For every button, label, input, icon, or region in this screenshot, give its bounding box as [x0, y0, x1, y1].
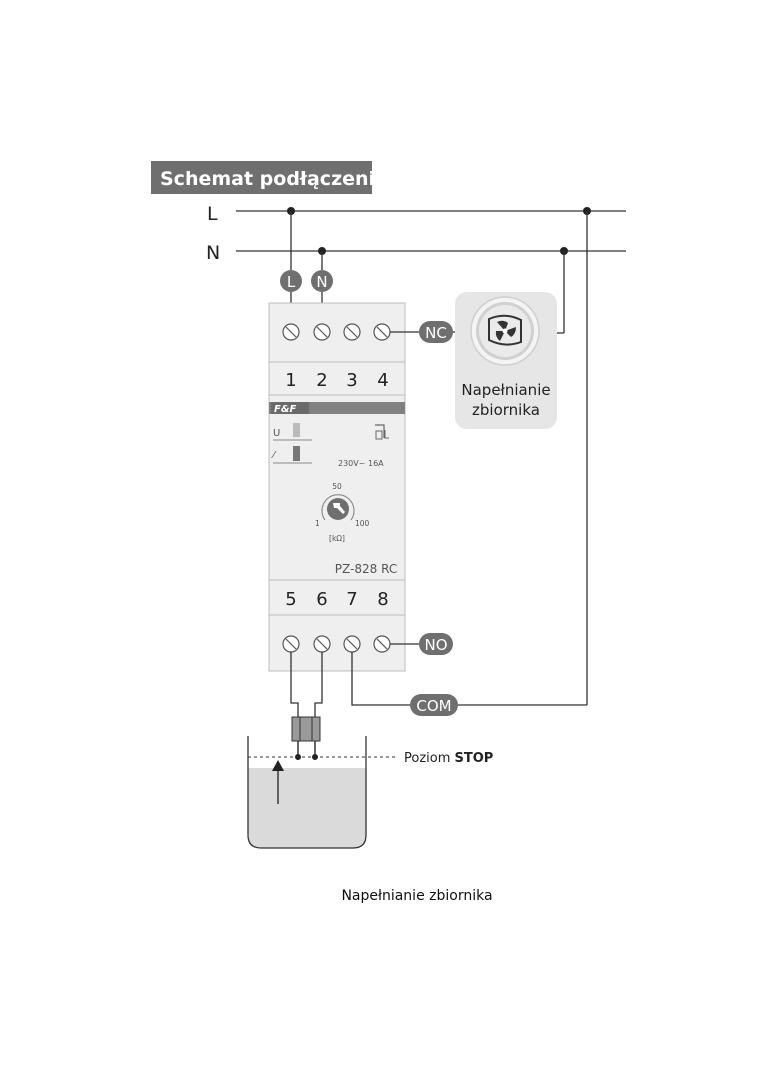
badge-n: N — [311, 270, 333, 292]
pump-load: Napełnianie zbiornika — [455, 292, 557, 429]
terminal-number-6: 6 — [316, 589, 327, 610]
diagram-caption: Napełnianie zbiornika — [341, 888, 492, 904]
indicator-u-led — [293, 423, 300, 437]
device-housing — [268, 302, 406, 672]
title-background — [151, 161, 372, 194]
com-contact: COM — [351, 652, 587, 716]
relay-symbol-icon — [375, 424, 389, 440]
line-l-label: L — [207, 203, 218, 225]
screw-terminal-5 — [282, 635, 300, 653]
dial-label-min: 1 — [315, 519, 320, 528]
diagram-title: Schemat podłączenia — [160, 168, 388, 190]
screw-terminal-3 — [343, 323, 361, 341]
dial-pointer-icon — [333, 503, 345, 514]
badge-l-text: L — [287, 273, 296, 291]
nc-contact: NC — [390, 321, 473, 343]
terminal-number-4: 4 — [377, 370, 388, 391]
line-n-label: N — [206, 242, 220, 264]
badge-n-text: N — [316, 273, 327, 291]
badge-l: L — [280, 270, 302, 292]
screw-terminal-7 — [343, 635, 361, 653]
indicator-u-label: U — [273, 428, 280, 439]
com-badge — [410, 694, 458, 716]
screw-terminal-4 — [373, 323, 391, 341]
probe-tip-2 — [312, 754, 318, 760]
dial-label-top: 50 — [332, 482, 342, 491]
terminal-number-8: 8 — [377, 589, 388, 610]
nc-badge-text: NC — [425, 324, 447, 342]
no-contact: NO — [390, 633, 453, 655]
device-model: PZ-828 RC — [335, 562, 397, 576]
no-badge-text: NO — [424, 636, 447, 654]
probe-wire-6 — [314, 652, 323, 718]
brand-logo-box — [271, 402, 309, 414]
stop-level-label: Poziom STOP — [404, 751, 493, 766]
screw-terminal-6 — [313, 635, 331, 653]
terminal-number-1: 1 — [285, 370, 296, 391]
title-badge: Schemat podłączenia — [151, 161, 388, 194]
screw-terminal-2 — [313, 323, 331, 341]
indicator-relay-led — [293, 446, 300, 461]
supply-lines: L N — [206, 203, 626, 264]
badge-l-circle — [280, 270, 302, 292]
pump-fan-icon — [470, 296, 540, 366]
dial-label-max: 100 — [355, 519, 370, 528]
nc-badge — [419, 321, 453, 343]
badge-n-circle — [311, 270, 333, 292]
no-badge — [419, 633, 453, 655]
pump-label-line1: Napełnianie — [461, 381, 550, 399]
tank: Poziom STOP — [247, 716, 493, 849]
probe-wires — [290, 652, 323, 718]
dial-unit: [kΩ] — [329, 534, 345, 543]
screw-terminal-1 — [282, 323, 300, 341]
relay-device: 1 2 3 4 F&F U ⁄ 230V~ 16A 50 1 100 [ — [268, 302, 406, 672]
top-screw-terminals — [282, 323, 391, 341]
level-probe — [291, 716, 321, 742]
screw-terminal-8 — [373, 635, 391, 653]
level-rising-arrow-icon — [272, 760, 284, 804]
device-rating: 230V~ 16A — [338, 459, 384, 468]
com-badge-text: COM — [416, 697, 451, 715]
dial-scale-arc — [321, 494, 355, 521]
tank-outline — [247, 736, 367, 849]
brand-logo: F&F — [274, 404, 297, 415]
probe-tip-1 — [295, 754, 301, 760]
sensitivity-dial[interactable]: 50 1 100 [kΩ] — [315, 482, 370, 543]
terminal-number-5: 5 — [285, 589, 296, 610]
terminal-number-7: 7 — [346, 589, 357, 610]
terminal-number-3: 3 — [346, 370, 357, 391]
com-wire-left — [351, 652, 411, 706]
probe-wire-5 — [290, 652, 299, 718]
terminal-number-2: 2 — [316, 370, 327, 391]
pump-label-line2: zbiornika — [472, 401, 540, 419]
tank-water — [248, 768, 366, 848]
indicator-relay-label: ⁄ — [271, 450, 277, 461]
